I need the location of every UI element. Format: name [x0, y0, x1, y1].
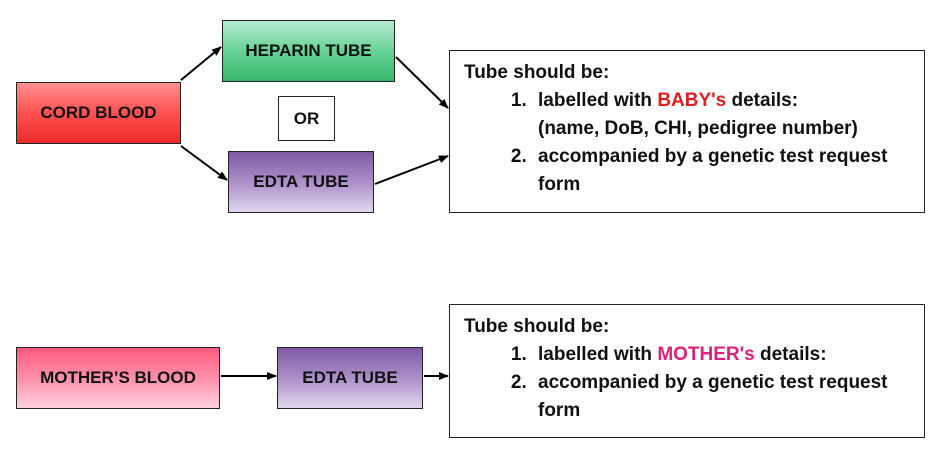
- baby-req2-text: accompanied by a genetic test request fo…: [538, 146, 888, 195]
- baby-req1-suffix: details:: [726, 90, 799, 111]
- mother-requirements-list: labelled with MOTHER's details: accompan…: [464, 341, 910, 425]
- or-label: OR: [293, 108, 320, 128]
- mother-req2-text: accompanied by a genetic test request fo…: [538, 372, 888, 421]
- baby-highlight: BABY's: [657, 90, 727, 111]
- edta-tube-top-label: EDTA TUBE: [253, 172, 349, 191]
- heparin-tube-node: HEPARIN TUBE: [222, 20, 395, 82]
- mother-requirements-heading: Tube should be:: [464, 316, 610, 337]
- baby-requirements-list: labelled with BABY's details: (name, DoB…: [464, 87, 910, 199]
- edta-tube-bottom-label: EDTA TUBE: [302, 368, 398, 387]
- mother-tube-requirements: Tube should be: labelled with MOTHER's d…: [449, 304, 925, 438]
- mother-highlight: MOTHER's: [657, 344, 755, 365]
- baby-tube-requirements: Tube should be: labelled with BABY's det…: [449, 50, 925, 213]
- arrow-cord-to-edta: [180, 145, 228, 181]
- edta-tube-top-node: EDTA TUBE: [228, 151, 374, 213]
- arrow-edta-to-info: [374, 155, 449, 185]
- or-node: OR: [278, 96, 335, 141]
- baby-req1-detail: (name, DoB, CHI, pedigree number): [538, 118, 858, 139]
- mothers-blood-node: MOTHER’S BLOOD: [16, 347, 220, 409]
- arrow-heparin-to-info: [395, 56, 449, 109]
- baby-requirements-heading: Tube should be:: [464, 62, 610, 83]
- heparin-tube-label: HEPARIN TUBE: [245, 41, 372, 60]
- baby-req1-prefix: labelled with: [538, 90, 658, 111]
- mother-req1-prefix: labelled with: [538, 344, 658, 365]
- mother-requirement-1: labelled with MOTHER's details:: [532, 341, 910, 369]
- mothers-blood-label: MOTHER’S BLOOD: [40, 368, 196, 387]
- baby-requirement-2: accompanied by a genetic test request fo…: [532, 143, 910, 199]
- cord-blood-node: CORD BLOOD: [16, 82, 181, 144]
- arrow-cord-to-heparin: [180, 46, 222, 81]
- edta-tube-bottom-node: EDTA TUBE: [277, 347, 423, 409]
- cord-blood-label: CORD BLOOD: [40, 103, 157, 122]
- mother-requirement-2: accompanied by a genetic test request fo…: [532, 369, 910, 425]
- baby-requirement-1: labelled with BABY's details: (name, DoB…: [532, 87, 910, 143]
- mother-req1-suffix: details:: [754, 344, 827, 365]
